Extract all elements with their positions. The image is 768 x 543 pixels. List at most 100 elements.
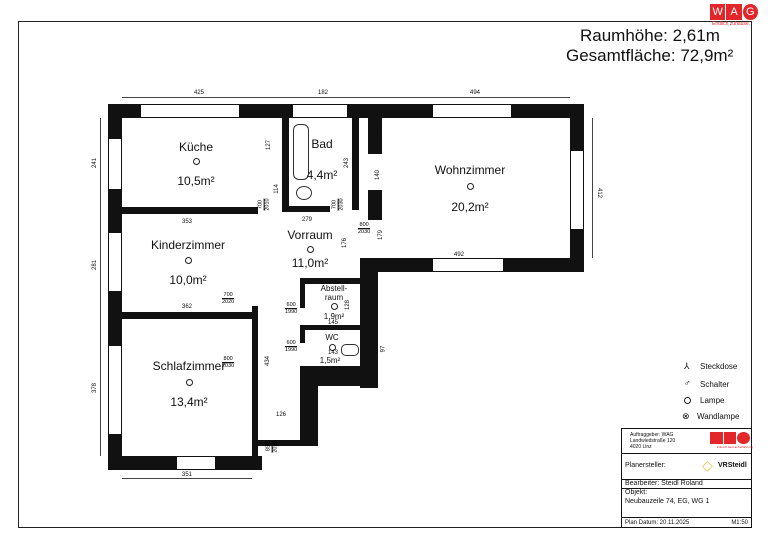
dimension-label: 492	[454, 252, 465, 258]
sink-icon	[296, 186, 312, 200]
wall	[282, 206, 330, 212]
room-area: 4,4m²	[306, 168, 338, 182]
dimension-label: 434	[265, 355, 272, 367]
room-name: Vorraum	[287, 228, 333, 242]
plan-element: 2020	[222, 299, 235, 305]
wall	[122, 207, 258, 214]
plan-element: VRSteidl	[718, 462, 747, 469]
dimension-label: 182	[318, 90, 329, 96]
window	[140, 104, 240, 118]
plan-element: G	[742, 4, 758, 20]
lamp-icon	[329, 344, 336, 351]
toilet-icon	[341, 344, 359, 356]
dimension-label: 93	[373, 129, 380, 137]
dimension-label: 243	[344, 157, 351, 169]
lamp-icon	[307, 246, 314, 253]
lamp-icon	[331, 303, 338, 310]
plan-element: 1990	[285, 347, 298, 353]
plan-element: 800	[222, 356, 235, 363]
plan-element: 1990	[285, 309, 298, 315]
wall	[368, 190, 382, 220]
dimension-label: 378	[92, 382, 99, 394]
wall	[300, 366, 378, 386]
plan-element: Bearbeiter: Steidl Roland	[625, 480, 703, 487]
total-area: Gesamtfläche: 72,9m²	[566, 46, 734, 65]
room-name: Kinderzimmer	[150, 238, 226, 252]
room-name: Abstell- raum	[320, 284, 348, 302]
dimension-label: 176	[342, 237, 349, 249]
plan-element: Landwiedstraße 120	[630, 438, 676, 444]
dimension-label: 241	[92, 157, 99, 169]
plan-element: M1:50	[731, 520, 748, 526]
plan-element: 850	[265, 440, 273, 453]
room-area: 1,5m²	[319, 356, 341, 365]
dimension-line	[100, 118, 101, 456]
plan-element: 700	[331, 198, 339, 211]
plan-element: A	[726, 4, 742, 20]
plan-element: Schalter	[700, 380, 730, 389]
plan-element	[723, 432, 737, 444]
plan-element: 4020 Linz	[630, 444, 652, 450]
dimension-line	[592, 118, 593, 258]
window	[108, 232, 122, 292]
dimension-line	[122, 478, 252, 479]
room-area: 10,0m²	[169, 273, 207, 287]
plan-element: 2030	[338, 198, 345, 211]
wall-lamp-icon: ⊗	[682, 411, 690, 421]
socket-icon: ⅄	[684, 361, 690, 371]
dimension-label: 128	[345, 299, 352, 311]
bathtub-icon	[293, 124, 309, 180]
window	[432, 104, 512, 118]
room-area: 13,4m²	[170, 395, 208, 409]
wall	[300, 366, 318, 446]
lamp-icon	[467, 183, 474, 190]
dimension-label: 145	[328, 320, 339, 326]
plan-element: Planersteller: ◇ VRSteidl	[622, 453, 751, 478]
dimension-label: 97	[380, 345, 387, 353]
wall	[122, 312, 252, 319]
lamp-icon	[186, 379, 193, 386]
room-name: Küche	[178, 140, 214, 154]
plan-element: Neubauzeile 74, EG, WG 1	[625, 498, 710, 505]
window	[432, 258, 504, 272]
wall	[300, 325, 366, 330]
dimension-label: 179	[378, 229, 385, 241]
room-area: 1,9m²	[323, 312, 345, 321]
plan-element: Objekt:	[625, 489, 648, 496]
dimension-label: 351	[182, 472, 193, 478]
dimension-label: 140	[375, 169, 382, 181]
room-area: 11,0m²	[291, 256, 329, 270]
plan-element: 2020	[272, 440, 279, 453]
plan-element: Auftraggeber: WAG	[630, 432, 674, 438]
plan-element: 2030	[358, 229, 371, 235]
window	[176, 456, 216, 470]
plan-element: Planersteller:	[625, 462, 666, 469]
lamp-icon	[684, 397, 691, 404]
plan-element: Plan Datum: 20.11.2025	[625, 520, 690, 526]
wall	[300, 278, 366, 284]
plan-element: Objekt: Neubauzeile 74, EG, WG 1	[622, 488, 751, 518]
dimension-label: 412	[596, 187, 603, 199]
plan-element: 700	[222, 292, 235, 299]
room-area: 20,2m²	[451, 200, 489, 214]
switch-icon: ♂	[684, 378, 691, 388]
wall	[368, 104, 382, 154]
wag-small-logo	[710, 432, 751, 444]
room-name: Schlafzimmer	[152, 359, 226, 373]
room-name: Wohnzimmer	[434, 163, 506, 177]
window	[108, 138, 122, 190]
plan-element: 700	[257, 198, 265, 211]
wag-logo: W A G	[710, 4, 758, 20]
lamp-icon	[185, 257, 192, 264]
plan-element: W	[710, 4, 726, 20]
wall	[300, 278, 305, 308]
dimension-label: 281	[92, 259, 99, 271]
room-height: Raumhöhe: 2,61m	[580, 26, 720, 45]
